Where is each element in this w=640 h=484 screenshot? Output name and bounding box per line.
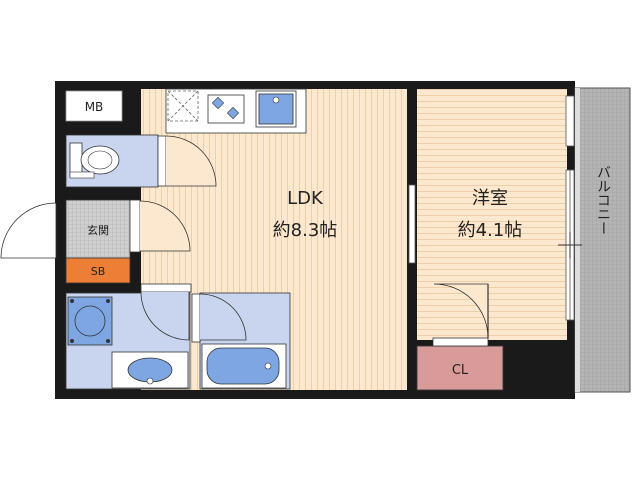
window-upper [565, 95, 575, 147]
entrance-tile [65, 199, 131, 259]
toilet-door-swing[interactable] [165, 135, 217, 187]
entrance-step [129, 199, 141, 253]
closet-label: CL [452, 363, 469, 378]
fridge-space-icon [167, 90, 199, 122]
entrance-label: 玄関 [87, 223, 109, 237]
ldk-size: 約8.3帖 [273, 220, 338, 241]
washroom-door-swing[interactable] [140, 291, 190, 341]
bathroom-door-swing[interactable] [199, 293, 247, 341]
kitchen-sink-icon [255, 90, 297, 128]
mb-label: MB [85, 100, 104, 114]
hall-door-swing[interactable] [139, 200, 191, 252]
sb-label: SB [91, 265, 106, 278]
balcony-label: バルコニー [595, 165, 611, 235]
bathtub-icon [201, 343, 287, 389]
washroom-door-jamb [140, 283, 192, 293]
closet-box [416, 345, 504, 391]
washbasin-icon [111, 351, 189, 389]
toilet-icon [69, 142, 120, 179]
washing-machine-icon [67, 296, 113, 346]
balcony [574, 87, 631, 393]
western-room-door-swing[interactable] [433, 283, 489, 339]
western-room-size: 約4.1帖 [458, 220, 523, 241]
stove-icon [207, 94, 245, 124]
western-room-name: 洋室 [472, 188, 508, 209]
balcony-rail [575, 88, 580, 392]
sliding-door[interactable] [408, 184, 416, 264]
western-door-jamb [432, 337, 489, 347]
sb-box [65, 257, 131, 284]
ldk-name: LDK [287, 188, 324, 209]
mb-box [65, 90, 123, 122]
western-room-floor [417, 89, 567, 340]
entrance-door-swing[interactable] [0, 202, 57, 259]
bathroom-door-jamb [191, 293, 201, 343]
toilet-door-jamb [157, 135, 167, 187]
